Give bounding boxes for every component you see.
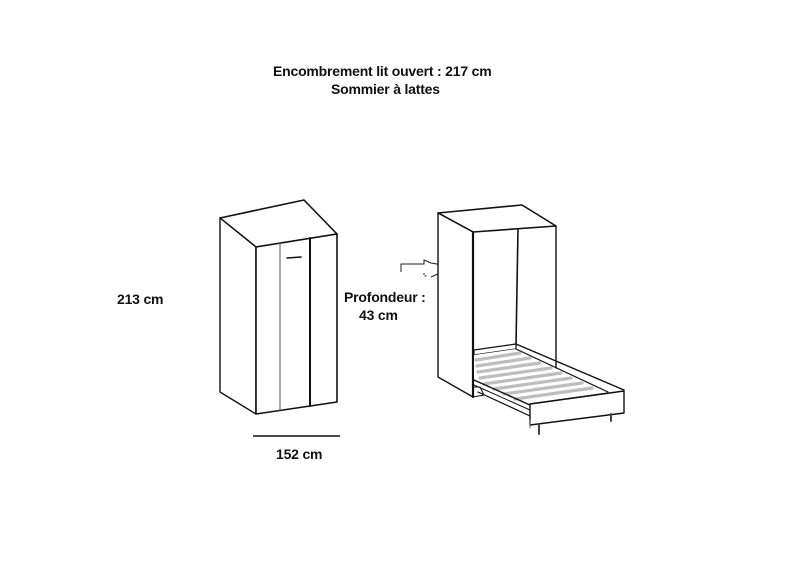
slats <box>474 351 594 401</box>
handle-icon <box>286 256 302 259</box>
depth-value-label: 43 cm <box>359 307 398 323</box>
slatted-base-label: Sommier à lattes <box>331 81 440 97</box>
closed-cabinet-illustration <box>219 199 338 415</box>
depth-label: Profondeur : <box>344 289 426 305</box>
open-bed-footprint-label: Encombrement lit ouvert : 217 cm <box>273 63 492 79</box>
open-cabinet-illustration <box>437 204 557 399</box>
bed-frame-illustration <box>473 343 625 435</box>
height-dimension-label: 213 cm <box>117 291 164 307</box>
width-dimension-label: 152 cm <box>276 446 323 462</box>
